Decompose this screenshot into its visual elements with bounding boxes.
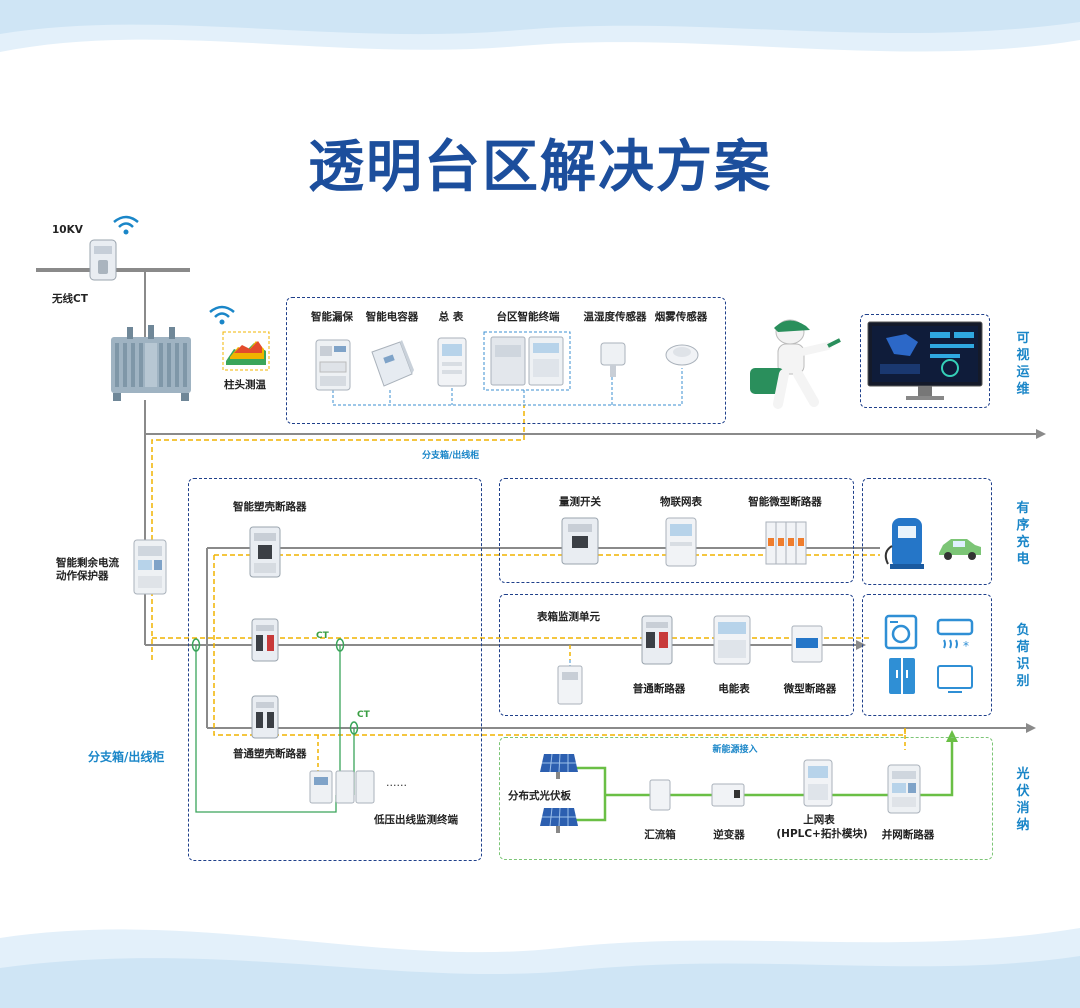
smart-rcd-icon [133,539,167,595]
smart-micro-breaker-icon [765,521,807,565]
wireless-ct-label: 无线CT [52,293,88,305]
smoke-label: 烟雾传感器 [654,311,708,323]
normal-mccb-icon-2 [251,695,279,739]
inverter-label: 逆变器 [713,829,745,841]
top-bus-arrow [1036,429,1046,439]
smoke-sensor-icon [665,344,699,366]
wireless-ct-icon [89,239,117,281]
pole-temperature-heatmap-icon [222,331,270,371]
ct-label-1: CT [316,631,329,641]
rcd-label: 智能剩余电流动作保护器 [56,557,119,582]
box-monitor-unit-icon [557,665,583,705]
bottom-wave-decoration [0,928,1080,1008]
grid-meter-icon [803,759,833,807]
temp-humidity-label: 温湿度传感器 [583,311,647,323]
voltage-label: 10KV [52,224,83,236]
terminal-label: 台区智能终端 [496,311,560,323]
smart-leakage-protector-icon [315,339,351,391]
washing-machine-icon [884,614,918,650]
monitor-dashboard-icon [867,321,983,400]
grid-meter-sub-label: (HPLC+拓扑模块) [776,828,868,840]
worker-mascot-icon [750,319,841,409]
branch-cabinet-box [188,478,482,861]
main-meter-label: 总 表 [438,311,464,323]
top-wave-decoration [0,0,1080,52]
energy-meter-label: 电能表 [718,683,750,695]
grid-breaker-icon [887,764,921,814]
ordered-charging-devices-box [499,478,854,583]
solar-panel-icon-1 [540,753,578,779]
lv-terminal-label: 低压出线监测终端 [374,814,458,826]
iot-meter-icon [665,517,697,567]
new-energy-label: 新能源接入 [712,745,758,755]
box-monitor-unit-label: 表箱监测单元 [537,611,600,623]
ct-wire-1 [195,645,337,813]
transformer-icon [111,325,191,401]
inverter-icon [711,783,745,807]
solar-panel-icon-2 [540,807,578,833]
ev-charger-icon [884,518,924,569]
normal-breaker-label: 普通断路器 [632,683,686,695]
appliances-box [862,594,992,716]
wifi-icon [113,215,139,235]
smart-capacitor-icon [371,340,414,387]
monitoring-devices-box [286,297,726,424]
combiner-box-icon [649,779,671,811]
grid-breaker-label: 并网断路器 [881,829,935,841]
leakage-label: 智能漏保 [311,311,353,323]
combiner-label: 汇流箱 [644,829,676,841]
energy-meter-icon [713,615,751,665]
normal-mccb-label: 普通塑壳断路器 [233,748,307,760]
comm-line-top [151,405,525,660]
pv-panels-label: 分布式光伏板 [508,790,571,802]
iot-meter-label: 物联网表 [660,496,702,508]
branch-box-side-label: 分支箱/出线柜 [88,750,165,764]
side-label-ordered-charging: 有序充电 [1016,501,1030,567]
pv-access-box [499,737,993,860]
normal-mccb-icon-1 [251,618,279,662]
area-smart-terminal-icon [483,331,571,391]
page-title: 透明台区解决方案 [308,135,772,200]
measure-switch-label: 量测开关 [559,496,601,508]
side-label-visual-ops: 可视运维 [1016,331,1030,397]
ct-label-2: CT [357,710,370,720]
smart-micro-breaker-label: 智能微型断路器 [748,496,822,508]
visual-ops-monitor-box [860,314,990,408]
micro-breaker-icon [791,625,823,663]
branch-box-top-label: 分支箱/出线柜 [422,451,480,461]
pole-temp-label: 柱头测温 [224,379,266,391]
smart-mccb-icon [249,526,281,578]
side-label-pv-consumption: 光伏消纳 [1016,767,1030,833]
main-meter-icon [437,337,467,387]
load-recognition-devices-box [499,594,854,716]
ev-charging-box [862,478,992,585]
tv-icon [937,665,973,693]
car-icon [939,539,981,560]
air-conditioner-icon: * [936,618,974,652]
svg-text:*: * [963,639,969,652]
smart-mccb-label: 智能塑壳断路器 [233,501,307,513]
micro-breaker-label: 微型断路器 [783,683,837,695]
measure-switch-icon [561,517,599,565]
temp-humidity-sensor-icon [600,342,626,377]
lv-outlet-terminal-icon [309,770,375,804]
grid-meter-label: 上网表 [803,814,835,826]
ellipsis-text: ...... [386,776,407,789]
side-label-load-recognition: 负荷识别 [1016,623,1030,689]
normal-breaker-icon [641,615,673,665]
refrigerator-icon [889,658,915,694]
capacitor-label: 智能电容器 [365,311,419,323]
wifi-icon-pole [209,305,235,325]
